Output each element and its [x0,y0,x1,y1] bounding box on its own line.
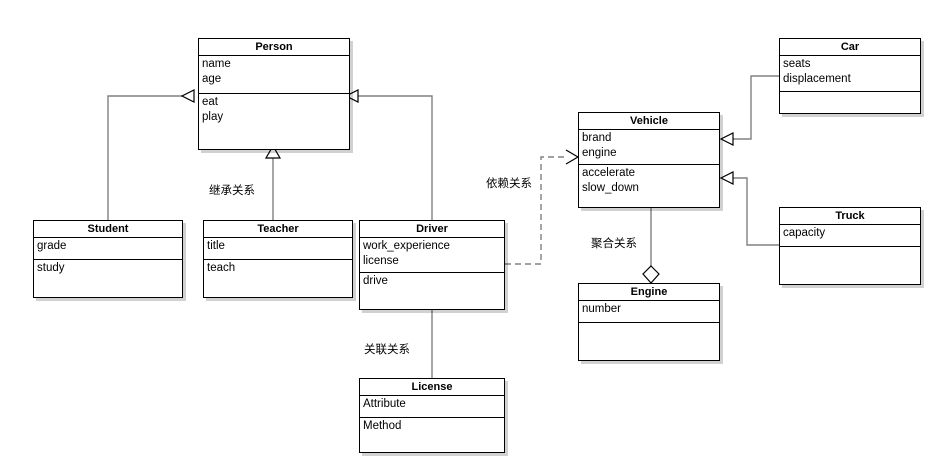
class-methods-person: eat play [199,94,349,126]
class-attributes-car: seats displacement [780,56,920,92]
class-attributes-person: name age [199,56,349,94]
class-methods-truck [780,247,920,250]
attribute-row: work_experience [363,240,450,252]
relationship-label-inheritance: 继承关系 [209,183,255,197]
class-attributes-student: grade [34,238,182,260]
edge-student-person [107,89,195,220]
class-box-engine[interactable]: Engine number [578,283,720,361]
method-row: play [202,110,224,123]
attribute-row: engine [582,146,617,159]
class-box-teacher[interactable]: Teacher title teach [203,220,353,298]
class-attributes-truck: capacity [780,225,920,247]
method-row: Method [363,420,402,432]
class-title-vehicle: Vehicle [579,113,719,130]
attribute-row: seats [783,58,811,70]
class-attributes-vehicle: brand engine [579,130,719,165]
attribute-row: brand [582,132,612,144]
class-methods-license: Method [360,418,504,436]
class-title-car: Car [780,39,920,56]
class-methods-student: study [34,260,182,278]
class-box-student[interactable]: Student grade study [33,220,183,298]
method-row: accelerate [582,167,636,179]
class-box-car[interactable]: Car seats displacement [779,38,921,114]
attribute-row: displacement [783,72,851,85]
class-methods-engine [579,323,719,326]
attribute-row: name [202,58,231,70]
edge-car-vehicle [719,75,779,146]
edge-vehicle-engine [642,208,660,284]
class-methods-teacher: teach [204,260,352,278]
class-title-engine: Engine [579,284,719,301]
edge-driver-vehicle [505,149,580,265]
attribute-row: number [582,303,621,315]
method-row: drive [363,275,388,287]
class-box-driver[interactable]: Driver work_experience license drive [359,220,505,310]
attribute-row: grade [37,240,67,252]
class-box-license[interactable]: License Attribute Method [359,378,505,453]
attribute-row: capacity [783,227,826,239]
relationship-label-association: 关联关系 [364,342,410,356]
edge-truck-vehicle [719,171,779,246]
attribute-row: Attribute [363,398,406,410]
class-title-license: License [360,379,504,396]
class-title-person: Person [199,39,349,56]
class-title-teacher: Teacher [204,221,352,238]
attribute-row: age [202,72,222,85]
class-attributes-license: Attribute [360,396,504,418]
class-box-truck[interactable]: Truck capacity [779,207,921,285]
class-attributes-driver: work_experience license [360,238,504,273]
class-methods-driver: drive [360,273,504,291]
method-row: study [37,262,65,274]
method-row: slow_down [582,181,639,194]
method-row: teach [207,262,236,274]
edge-teacher-person [264,144,282,220]
class-title-student: Student [34,221,182,238]
relationship-label-dependency: 依赖关系 [486,176,532,190]
class-methods-car [780,92,920,95]
relationship-label-aggregation: 聚合关系 [591,236,637,250]
method-row: eat [202,96,218,108]
attribute-row: title [207,240,225,252]
class-title-truck: Truck [780,208,920,225]
class-box-vehicle[interactable]: Vehicle brand engine accelerate slow_dow… [578,112,720,208]
attribute-row: license [363,254,399,267]
class-title-driver: Driver [360,221,504,238]
edge-driver-person [344,89,433,220]
class-attributes-teacher: title [204,238,352,260]
class-attributes-engine: number [579,301,719,323]
class-methods-vehicle: accelerate slow_down [579,165,719,197]
class-box-person[interactable]: Person name age eat play [198,38,350,150]
